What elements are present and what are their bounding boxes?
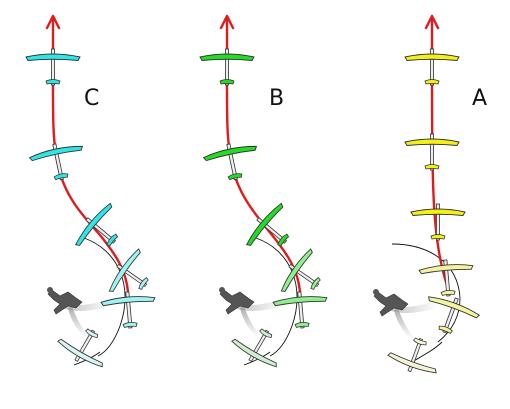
glider-icon-b-6 — [231, 328, 277, 368]
up-arrow-icon-a — [424, 14, 440, 30]
flight-path-b — [225, 16, 302, 294]
glider-icon-a-4 — [418, 259, 474, 297]
panel-a — [373, 14, 481, 374]
skydiver-icon-c — [47, 287, 112, 337]
panel-c — [25, 14, 156, 368]
glider-icon-a-1 — [404, 48, 460, 86]
up-arrow-icon-c — [45, 14, 61, 30]
glider-icon-c-2 — [28, 143, 84, 181]
glider-icon-b-3 — [245, 202, 290, 247]
turn-arc-c — [83, 237, 126, 357]
glider-icon-b-2 — [202, 143, 258, 181]
flight-path-c — [51, 16, 130, 294]
glider-icon-a-3 — [410, 203, 466, 241]
panel-label-c: C — [84, 86, 100, 111]
panel-label-a: A — [472, 86, 488, 111]
up-arrow-icon-b — [219, 14, 235, 30]
panel-b — [199, 14, 328, 368]
flight-path-a — [430, 16, 448, 284]
turn-arc-tail-b — [243, 351, 271, 366]
glider-icon-a-6 — [387, 337, 437, 374]
glider-icon-c-1 — [25, 48, 81, 86]
glider-icon-a-2 — [404, 133, 460, 171]
skydiver-icon-b — [219, 287, 284, 337]
glider-icon-b-4 — [280, 248, 321, 292]
glider-icon-a-5 — [428, 296, 481, 334]
glider-icon-c-5 — [100, 291, 156, 329]
glider-icon-c-4 — [108, 248, 149, 292]
glider-icon-c-6 — [57, 328, 103, 368]
skydiver-icon-a — [373, 289, 438, 339]
panel-label-b: B — [269, 86, 285, 111]
glider-icon-b-5 — [272, 291, 328, 329]
glider-icon-c-3 — [74, 202, 119, 247]
glider-icon-b-1 — [199, 48, 255, 86]
turn-arc-b — [255, 237, 298, 357]
